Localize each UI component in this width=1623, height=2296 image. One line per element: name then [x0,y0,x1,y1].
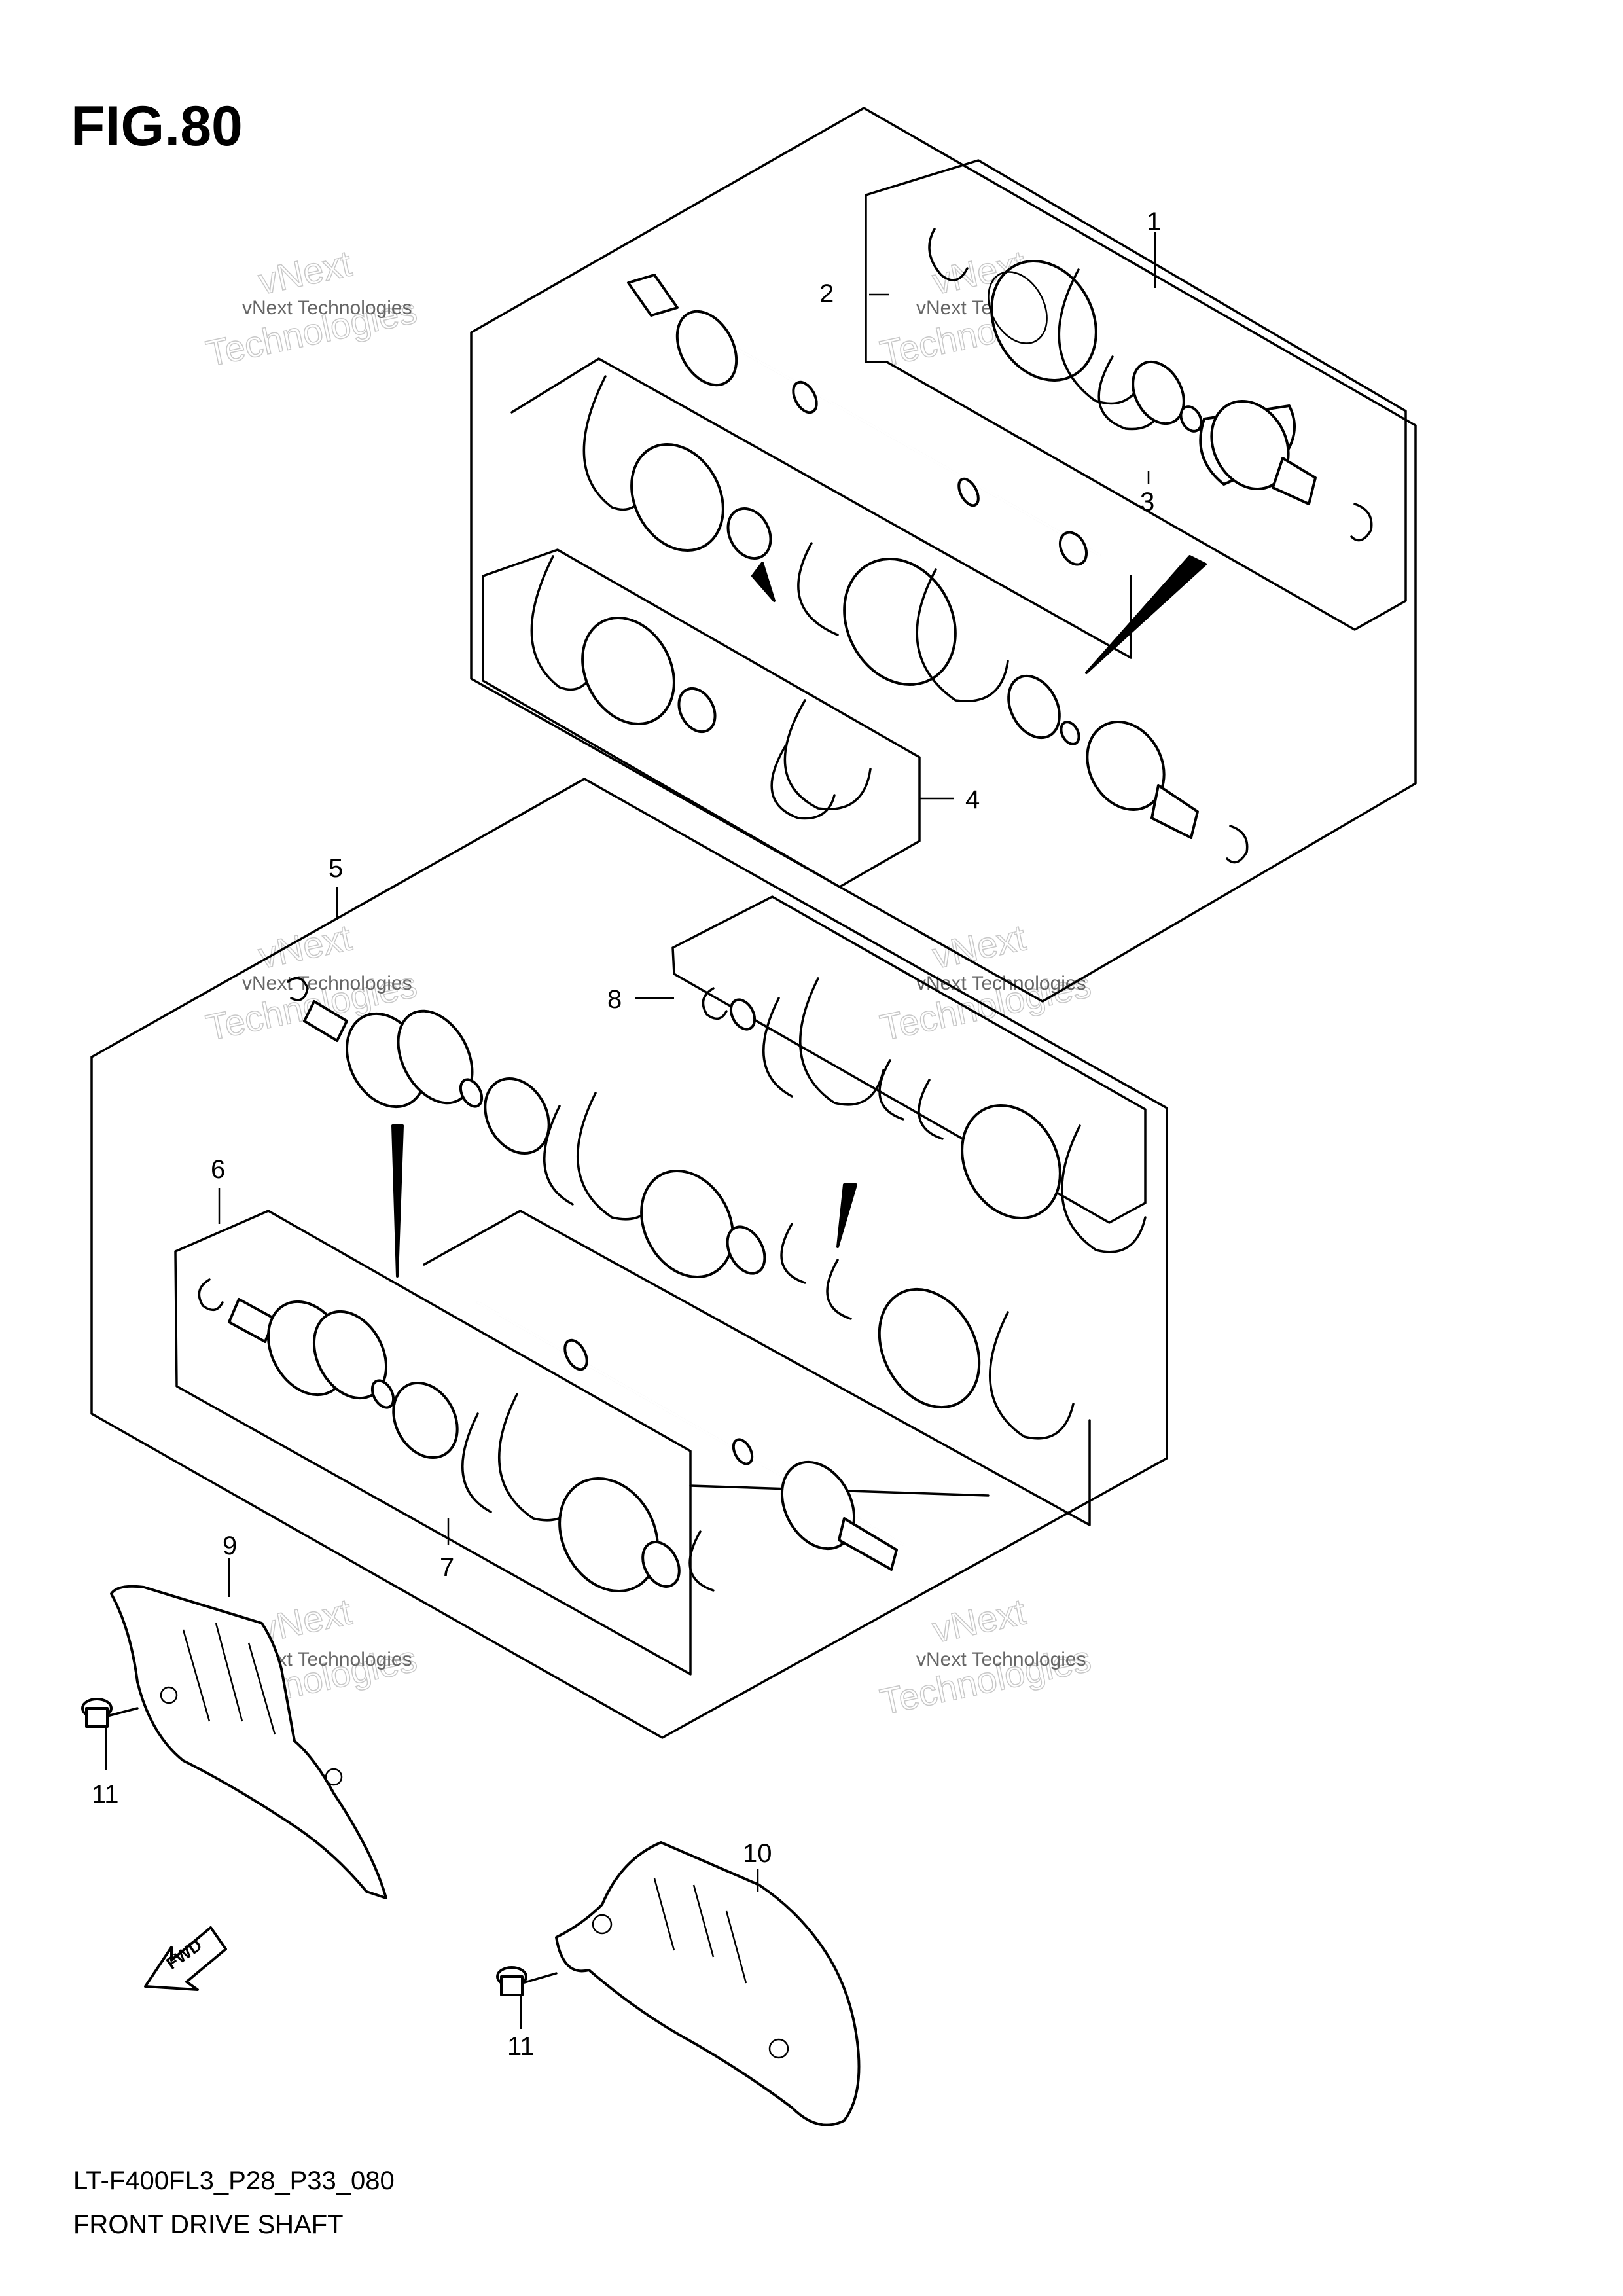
figure-title: FIG.80 [71,95,243,158]
watermark-small: vNext Technologies [242,973,412,994]
watermark-mid-right: Technologies vNext vNext Technologies [876,916,1095,1049]
part-6-components [198,1278,715,1592]
part-5-components [287,977,806,1284]
callout-numbers: 1 2 3 4 5 6 7 8 9 10 11 11 [92,207,1161,2061]
leader-lines [105,232,1156,2029]
watermark-overlay: vNext [929,1590,1029,1650]
part-4-components [530,375,1249,864]
guard-9 [110,1585,387,1899]
fwd-arrow-icon: FWD [144,1926,227,1991]
part-1-components [928,228,1373,542]
callout-4: 4 [965,785,980,814]
callout-6: 6 [211,1155,225,1184]
watermark-top-left: Technologies vNext vNext Technologies [202,242,421,375]
callout-10: 10 [743,1839,772,1868]
callout-11-a: 11 [92,1780,119,1809]
watermark-overlay: vNext [255,242,355,302]
callout-3: 3 [1140,488,1154,516]
callout-8: 8 [607,985,622,1014]
watermark-small: vNext Technologies [916,1649,1086,1670]
watermark-small: vNext Technologies [242,297,412,319]
lower-drive-shaft [476,1301,904,1571]
diagram-caption: FRONT DRIVE SHAFT [73,2210,344,2239]
guard-10 [555,1841,861,2126]
callout-9: 9 [223,1532,237,1560]
part-8-components [702,977,1147,1440]
callout-7: 7 [440,1553,454,1582]
bolt-11-a [81,1698,139,1728]
diagram-code: LT-F400FL3_P28_P33_080 [73,2166,395,2195]
callout-2: 2 [819,279,834,308]
watermark-overlay: vNext [255,916,355,976]
watermark-low-right: Technologies vNext vNext Technologies [876,1590,1095,1723]
callout-11-b: 11 [507,2032,535,2061]
callout-5: 5 [329,854,343,883]
bolt-11-b [496,1966,558,1996]
callout-1: 1 [1147,207,1161,236]
upper-assembly-outline [470,107,1417,1003]
upper-drive-shaft [627,274,1101,566]
